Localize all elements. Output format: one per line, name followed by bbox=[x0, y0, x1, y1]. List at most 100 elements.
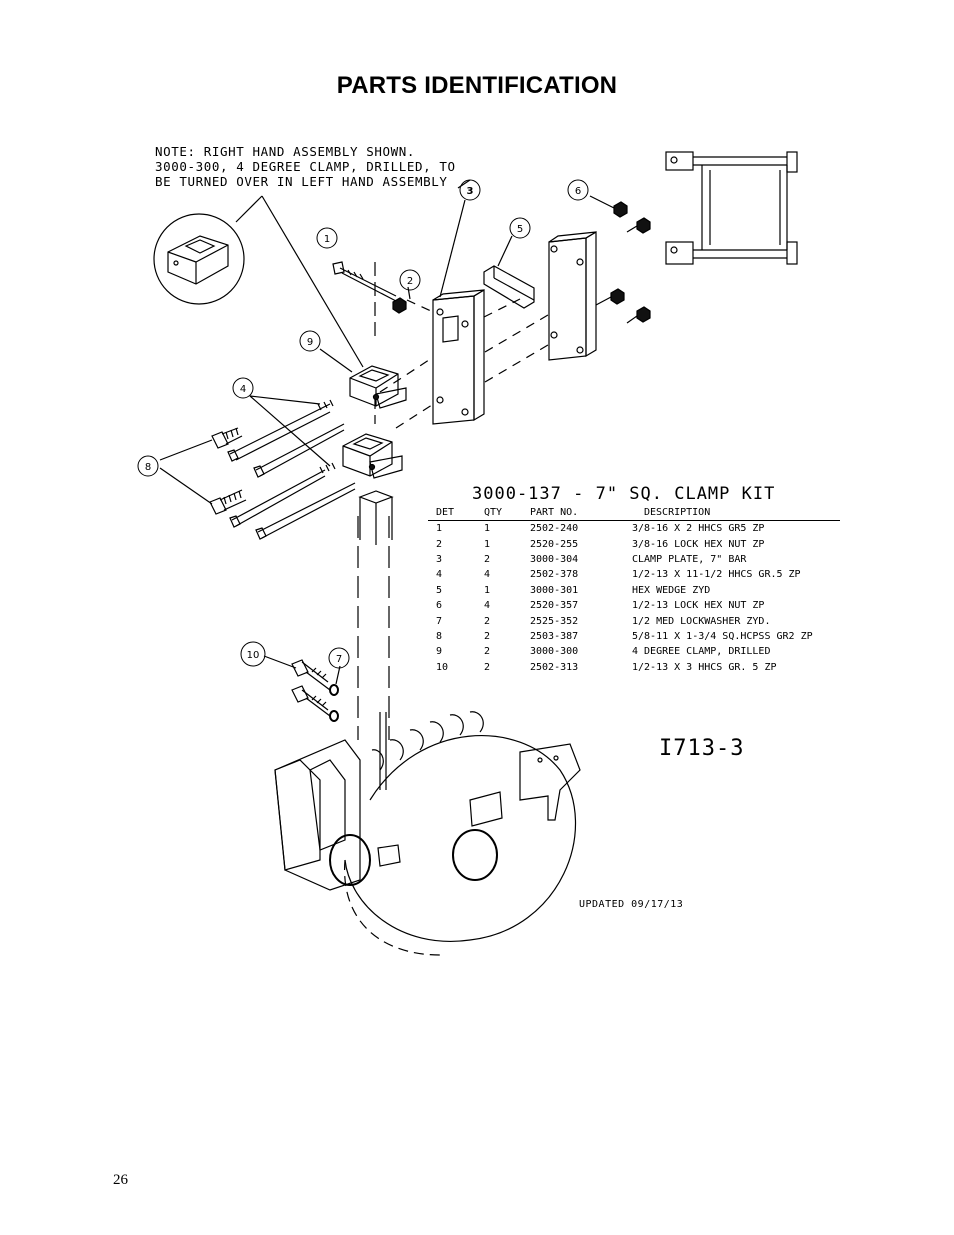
balloon-4 bbox=[232, 377, 254, 399]
det-cell: 8 bbox=[436, 630, 443, 642]
det-cell: 1 bbox=[436, 523, 443, 535]
bolts-det-8 bbox=[209, 427, 247, 515]
detail-circle bbox=[153, 213, 245, 305]
balloon-1-label: 1 bbox=[324, 234, 330, 245]
part-cell: 2525-352 bbox=[530, 615, 579, 627]
desc-cell: 1/2 MED LOCKWASHER ZYD. bbox=[632, 615, 771, 627]
balloon-group bbox=[137, 179, 589, 669]
note-line-1: NOTE: RIGHT HAND ASSEMBLY SHOWN. bbox=[155, 144, 416, 159]
part-cell: 2502-378 bbox=[530, 569, 579, 581]
table-row: 6 4 2520-357 1/2-13 LOCK HEX NUT ZP bbox=[428, 598, 840, 613]
part-cell: 3000-300 bbox=[530, 646, 579, 658]
qty-cell: 2 bbox=[484, 630, 491, 642]
table-row: 9 2 3000-300 4 DEGREE CLAMP, DRILLED bbox=[428, 644, 840, 659]
part-cell: 2502-313 bbox=[530, 661, 579, 673]
part-cell: 3000-304 bbox=[530, 553, 579, 565]
desc-cell: 1/2-13 LOCK HEX NUT ZP bbox=[632, 600, 765, 612]
updated-date: UPDATED 09/17/13 bbox=[579, 899, 684, 910]
part-cell: 3000-301 bbox=[530, 584, 579, 596]
part-cell: 2502-240 bbox=[530, 523, 579, 535]
table-row: 8 2 2503-387 5/8-11 X 1-3/4 SQ.HCPSS GR2 ZP bbox=[428, 629, 840, 644]
table-row: 1 1 2502-240 3/8-16 X 2 HHCS GR5 ZP bbox=[428, 521, 840, 537]
det-cell: 5 bbox=[436, 584, 443, 596]
balloon-10-label: 10 bbox=[247, 650, 260, 661]
balloon-2-label: 2 bbox=[407, 276, 413, 287]
bolts-det-10 bbox=[291, 659, 331, 717]
detail-clamp-icon bbox=[167, 235, 229, 285]
desc-cell: 4 DEGREE CLAMP, DRILLED bbox=[632, 646, 771, 658]
desc-cell: 1/2-13 X 11-1/2 HHCS GR.5 ZP bbox=[632, 569, 801, 581]
desc-cell: 3/8-16 X 2 HHCS GR5 ZP bbox=[632, 523, 765, 535]
det-cell: 6 bbox=[436, 600, 443, 612]
clamp-det-9-lower bbox=[342, 433, 403, 479]
balloon-4-label: 4 bbox=[240, 384, 246, 395]
det-cell: 2 bbox=[436, 538, 443, 550]
desc-cell: CLAMP PLATE, 7" BAR bbox=[632, 553, 747, 565]
table-row: 7 2 2525-352 1/2 MED LOCKWASHER ZYD. bbox=[428, 613, 840, 628]
balloon-3-label: 3 bbox=[467, 186, 474, 197]
qty-cell: 1 bbox=[484, 523, 491, 535]
bolt-det-1 bbox=[332, 261, 397, 302]
note-line-3: BE TURNED OVER IN LEFT HAND ASSEMBLY bbox=[155, 174, 448, 189]
long-bolts-det-4 bbox=[227, 399, 356, 540]
note-line-2: 3000-300, 4 DEGREE CLAMP, DRILLED, TO bbox=[155, 159, 456, 174]
qty-cell: 1 bbox=[484, 584, 491, 596]
balloon-8 bbox=[137, 455, 159, 477]
desc-cell: 3/8-16 LOCK HEX NUT ZP bbox=[632, 538, 765, 550]
balloon-6-label: 6 bbox=[575, 186, 581, 197]
clamp-plate-det-3 bbox=[432, 288, 485, 425]
qty-cell: 1 bbox=[484, 538, 491, 550]
balloon-8-label: 8 bbox=[145, 462, 151, 473]
desc-cell: 1/2-13 X 3 HHCS GR. 5 ZP bbox=[632, 661, 777, 673]
table-row: 4 4 2502-378 1/2-13 X 11-1/2 HHCS GR.5 ZP bbox=[428, 567, 840, 582]
part-cell: 2503-387 bbox=[530, 630, 579, 642]
det-cell: 9 bbox=[436, 646, 443, 658]
qty-cell: 4 bbox=[484, 600, 491, 612]
desc-cell: 5/8-11 X 1-3/4 SQ.HCPSS GR2 ZP bbox=[632, 630, 813, 642]
back-plate bbox=[548, 230, 597, 361]
nut-det-6-group bbox=[610, 201, 651, 323]
det-cell: 7 bbox=[436, 615, 443, 627]
opener-assembly bbox=[274, 711, 581, 956]
nut-det-2 bbox=[392, 297, 407, 314]
header-qty: QTY bbox=[470, 506, 524, 521]
qty-cell: 2 bbox=[484, 661, 491, 673]
part-cell: 2520-357 bbox=[530, 600, 579, 612]
part-cell: 2520-255 bbox=[530, 538, 579, 550]
qty-cell: 4 bbox=[484, 569, 491, 581]
drawing-code: I713-3 bbox=[659, 736, 745, 761]
qty-cell: 2 bbox=[484, 646, 491, 658]
balloon-9-label: 9 bbox=[307, 337, 313, 348]
square-bar bbox=[358, 490, 394, 545]
balloon-5-label: 5 bbox=[517, 224, 523, 235]
balloon-9 bbox=[299, 330, 321, 352]
qty-cell: 2 bbox=[484, 615, 491, 627]
table-row: 2 1 2520-255 3/8-16 LOCK HEX NUT ZP bbox=[428, 536, 840, 551]
balloon-10 bbox=[240, 641, 266, 667]
parts-table-header: DET QTY PART NO. DESCRIPTION bbox=[428, 506, 840, 521]
hex-wedge-det-5 bbox=[483, 265, 535, 309]
balloon-7 bbox=[328, 647, 350, 669]
balloon-5 bbox=[509, 217, 531, 239]
table-row: 10 2 2502-313 1/2-13 X 3 HHCS GR. 5 ZP bbox=[428, 660, 840, 675]
table-row: 5 1 3000-301 HEX WEDGE ZYD bbox=[428, 583, 840, 598]
page-title: PARTS IDENTIFICATION bbox=[336, 72, 618, 99]
det-cell: 3 bbox=[436, 553, 443, 565]
kit-title: 3000-137 - 7" SQ. CLAMP KIT bbox=[472, 484, 776, 504]
qty-cell: 2 bbox=[484, 553, 491, 565]
clamp-det-9-upper bbox=[349, 365, 407, 409]
det-cell: 4 bbox=[436, 569, 443, 581]
balloon-6 bbox=[567, 179, 589, 201]
assembly-note: NOTE: RIGHT HAND ASSEMBLY SHOWN. 3000-30… bbox=[155, 144, 456, 189]
washer-det-7 bbox=[329, 684, 339, 722]
header-description: DESCRIPTION bbox=[632, 506, 840, 521]
parts-table: DET QTY PART NO. DESCRIPTION 1 1 2502-240 3… bbox=[428, 506, 840, 675]
balloon-3 bbox=[459, 179, 481, 201]
balloon-7-label: 7 bbox=[336, 654, 342, 665]
det-cell: 10 bbox=[436, 661, 449, 673]
header-part: PART NO. bbox=[524, 506, 632, 521]
balloon-2 bbox=[399, 269, 421, 291]
desc-cell: HEX WEDGE ZYD bbox=[632, 584, 711, 596]
frame-view bbox=[665, 151, 798, 265]
